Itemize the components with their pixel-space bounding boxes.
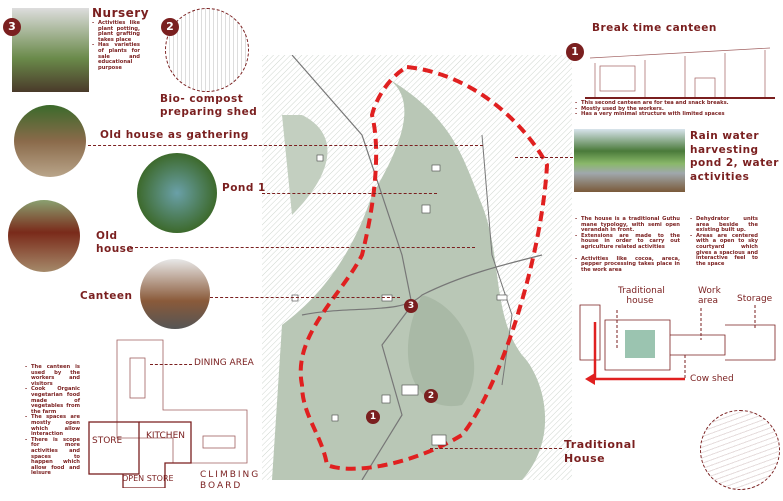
- map-marker-3[interactable]: 3: [404, 299, 418, 313]
- leader-line: [210, 297, 400, 298]
- map-marker-1[interactable]: 1: [366, 410, 380, 424]
- note: Dehydrator units area beside the existin…: [690, 216, 758, 234]
- note: Areas are centered with a open to sky co…: [690, 233, 758, 268]
- rain-pond-photo: [574, 129, 685, 192]
- pond-photo: [137, 153, 217, 233]
- note: Extensions are made to the house in orde…: [575, 233, 680, 251]
- compost-title: Bio- compost preparing shed: [160, 93, 258, 118]
- leader-line: [262, 193, 437, 194]
- house-notes-right: Dehydrator units area beside the existin…: [690, 216, 758, 268]
- note: Has varieties of plants for sale and edu…: [92, 43, 140, 71]
- leader-line: [515, 157, 573, 158]
- site-map: [262, 55, 572, 480]
- old-house-gathering-photo: [14, 105, 86, 177]
- plan-store-label: STORE: [92, 436, 123, 446]
- note: Cook Organic vegetarian food made of veg…: [25, 387, 80, 415]
- house-notes-left: The house is a traditional Guthu mane ty…: [575, 216, 680, 274]
- break-canteen-title: Break time canteen: [592, 22, 717, 34]
- canteen-label: Canteen: [80, 290, 133, 302]
- canteen-floor-plan: [88, 339, 248, 488]
- plan-dining-label: DINING AREA: [194, 358, 254, 368]
- note: Has a very minimal structure with limite…: [575, 112, 775, 118]
- note: Activities like cocoa, areca, pepper pro…: [575, 256, 680, 274]
- note: The spaces are mostly open which allow i…: [25, 414, 80, 437]
- nursery-photo: [12, 8, 89, 92]
- canteen-photo: [140, 259, 210, 329]
- work-area-label: Work area: [698, 286, 721, 306]
- rain-pond-title: Rain water harvesting pond 2, water acti…: [690, 130, 779, 183]
- note: There is scope for more activities and s…: [25, 437, 80, 477]
- note: This second canteen are for tea and snac…: [575, 100, 775, 107]
- traditional-house-label: Traditional house: [618, 286, 665, 306]
- compost-sketch: [165, 8, 249, 92]
- nursery-notes: Activities like plant potting, plant gra…: [92, 20, 140, 71]
- break-canteen-badge: 1: [566, 43, 584, 61]
- leader-line: [130, 247, 475, 248]
- leader-line: [88, 145, 483, 146]
- old-house-gathering-label: Old house as gathering: [100, 129, 249, 141]
- note: The canteen is used by the workers and v…: [25, 364, 80, 387]
- traditional-house-plan: [579, 304, 776, 385]
- leader-line: [150, 364, 192, 365]
- canteen-notes: The canteen is used by the workers and v…: [25, 364, 80, 477]
- old-house-photo: [8, 200, 80, 272]
- traditional-house-sketch: [700, 410, 780, 490]
- note: Activities like plant potting, plant gra…: [92, 20, 140, 43]
- plan-kitchen-label: KITCHEN: [146, 431, 185, 441]
- leader-line: [430, 448, 562, 449]
- break-canteen-sketch: [585, 47, 775, 99]
- map-marker-2[interactable]: 2: [424, 389, 438, 403]
- pond-label: Pond 1: [222, 182, 266, 194]
- old-house-label: Old house: [96, 230, 135, 255]
- traditional-house-title: Traditional House: [564, 438, 636, 465]
- break-canteen-notes: This second canteen are for tea and snac…: [575, 100, 775, 118]
- cow-shed-label: Cow shed: [690, 374, 734, 384]
- note: The house is a traditional Guthu mane ty…: [575, 216, 680, 234]
- compost-badge: 2: [161, 18, 179, 36]
- plan-open-store-label: OPEN STORE: [122, 474, 174, 483]
- storage-label: Storage: [737, 294, 773, 304]
- note: Mostly used by the workers.: [575, 106, 775, 113]
- nursery-title: Nursery: [92, 6, 150, 20]
- nursery-badge: 3: [3, 18, 21, 36]
- plan-climbing-label: CLIMBING BOARD: [200, 470, 261, 491]
